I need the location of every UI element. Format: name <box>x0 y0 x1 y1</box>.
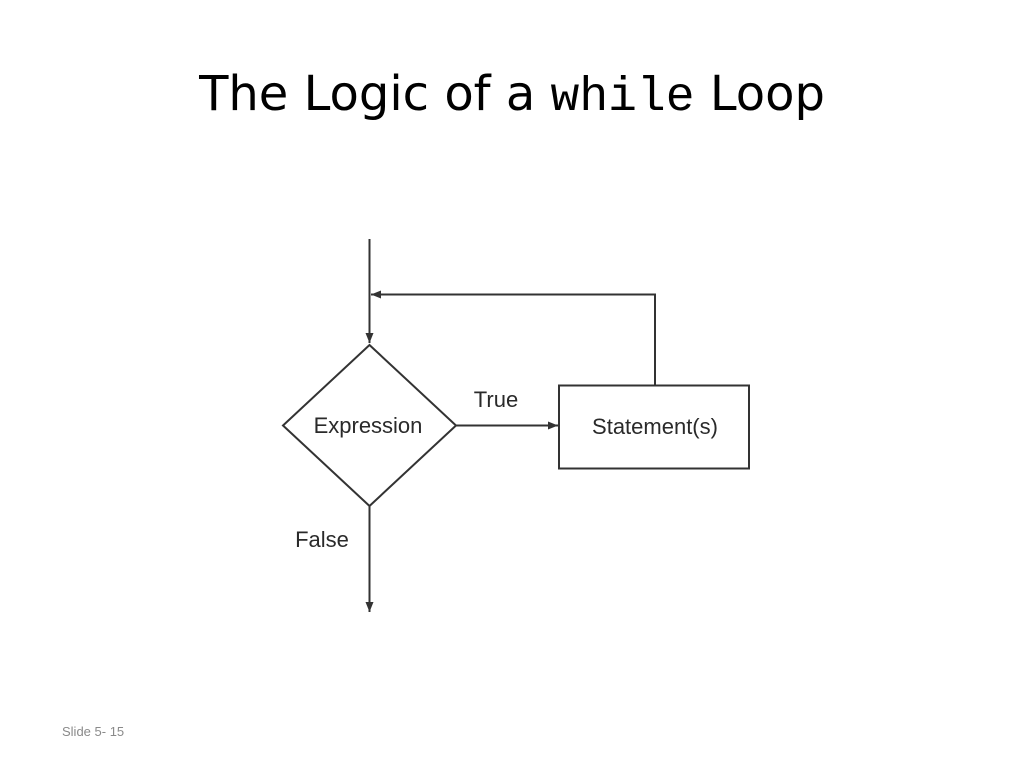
title-code-keyword: while <box>550 71 695 125</box>
statement-box <box>558 384 750 470</box>
slide-title: The Logic of a while Loop <box>0 58 1024 134</box>
statement-label: Statement(s) <box>592 414 718 439</box>
false-label: False <box>295 527 349 552</box>
true-label: True <box>474 387 518 412</box>
loop-back-arrow <box>371 290 656 385</box>
title-text-before: The Logic of a <box>199 66 536 122</box>
title-text-after: Loop <box>709 66 825 122</box>
slide-number: Slide 5- 15 <box>62 724 125 739</box>
decision-label: Expression <box>314 413 423 438</box>
